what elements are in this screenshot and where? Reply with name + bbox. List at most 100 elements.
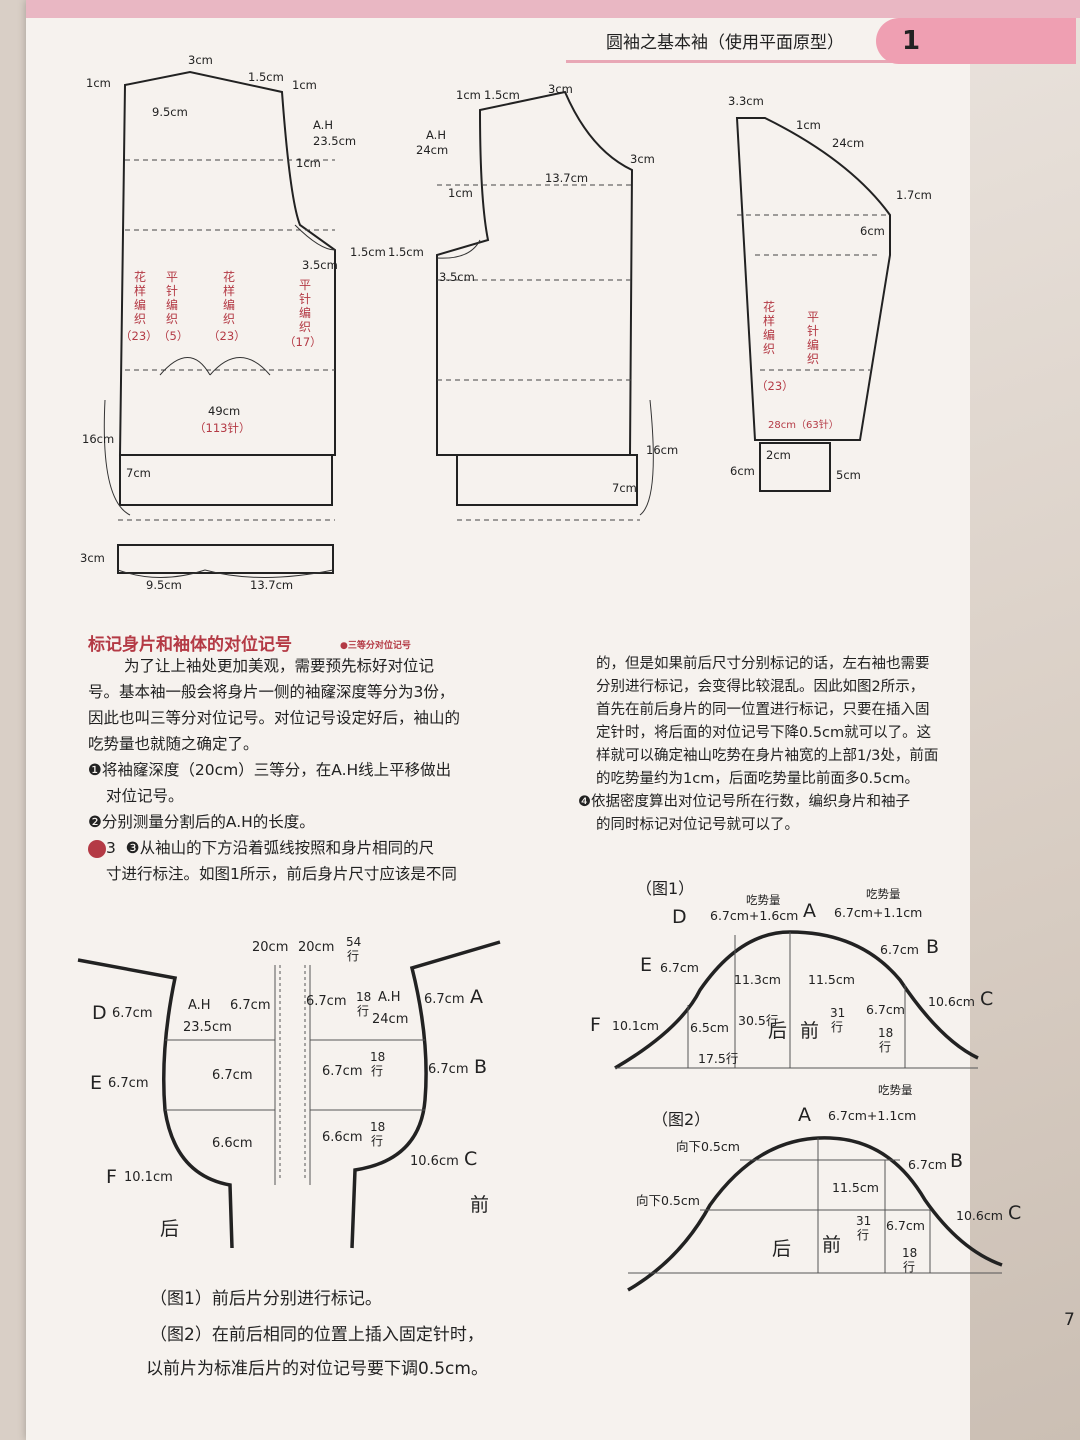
text-line: 对位记号。 [106,787,184,805]
collar-strip [117,544,334,574]
stitch-label: 花样编织 [133,270,146,326]
text-line: 的同时标记对位记号就可以了。 [596,817,799,833]
label: 11.3cm [734,972,781,987]
label: 6.7cm [428,1062,469,1077]
section-subtitle: ●三等分对位记号 [340,641,411,651]
background-cloth [970,0,1080,1440]
text-line: 3 ❸从袖山的下方沿着弧线按照和身片相同的尺 [88,835,548,861]
text-line: 因此也叫三等分对位记号。对位记号设定好后，袖山的 [88,709,461,727]
label: 10.1cm [124,1170,173,1185]
label: 10.1cm [612,1018,659,1033]
label: 1cm [796,118,821,132]
label: 6.7cm [660,960,699,975]
label: 10.6cm [956,1208,1003,1223]
chapter-number: 1 [902,26,921,56]
text-line: 号。基本袖一般会将身片一侧的袖窿深度等分为3份， [88,683,455,701]
right-paragraph: 的，但是如果前后尺寸分别标记的话，左右袖也需要 分别进行标记，会变得比较混乱。因… [578,653,998,837]
text-line: 分别进行标记，会变得比较混乱。因此如图2所示， [596,679,925,695]
point-label: E [90,1072,103,1094]
stitch-count: （17） [284,335,322,349]
label: 5cm [836,468,861,482]
label: 17.5行 [698,1051,739,1066]
label: A.H [313,118,333,132]
label: 1cm [456,88,481,102]
intro-paragraph: 为了让上袖处更加美观，需要预先标好对位记 号。基本袖一般会将身片一侧的袖窿深度等… [88,653,548,887]
label: 13.7cm [250,578,294,592]
front-label: 前 [470,1194,490,1216]
label: 3.5cm [439,270,475,284]
label: 1cm [292,78,317,92]
caption-fig2: （图2）在前后相同的位置上插入固定针时， [150,1325,484,1345]
label: 6.6cm [212,1136,253,1151]
stitch-label: 平针编织 [298,278,311,334]
label: 3cm [548,82,573,96]
label: 6.7cm+1.1cm [828,1108,917,1123]
label: 30.5行 [738,1013,779,1028]
label: 18行 [356,990,372,1018]
label: 18行 [878,1026,894,1054]
back-body-outline [118,70,336,456]
label: 吃势量 [878,1083,913,1097]
label: 1.7cm [896,188,932,202]
back-armhole-curve [77,958,234,1249]
label: A.H [426,128,446,142]
label: 6.7cm [424,992,465,1007]
label: 1cm [296,156,321,170]
text-line: 的，但是如果前后尺寸分别标记的话，左右袖也需要 [596,656,930,672]
back-label: 后 [768,1020,788,1042]
label: 3cm [80,551,105,565]
label: 54行 [346,935,362,963]
label: 6.7cm [866,1002,905,1017]
back-rib [119,454,333,506]
label: 6.7cm [880,942,919,957]
caption-fig1: （图1）前后片分别进行标记。 [150,1289,382,1309]
text-span: ❸从袖山的下方沿着弧线按照和身片相同的尺 [125,839,435,857]
label: 6.7cm [112,1006,153,1021]
label: 11.5cm [808,972,855,987]
sleeve-outline [735,117,891,441]
stitch-label: 平针编织 [165,270,178,326]
label: 1.5cm [388,245,424,259]
label: 吃势量 [746,893,781,907]
header-band [566,20,1006,63]
label: 1.5cm [248,70,284,84]
label: 6.7cm+1.6cm [710,908,799,923]
label: 6.7cm [322,1064,363,1079]
header-title: 圆袖之基本袖（使用平面原型） [606,33,844,53]
label: 10.6cm [928,994,975,1009]
label: 6.7cm [306,994,347,1009]
label: 13.7cm [545,171,589,185]
stitch-label: 花样编织 [222,270,235,326]
label: 23.5cm [183,1020,232,1035]
front-rib [456,454,638,506]
stitch-count: （23） [120,329,158,343]
text-line: ❶将袖窿深度（20cm）三等分，在A.H线上平移做出 [88,761,452,779]
label: 49cm [208,404,241,418]
point-label: C [464,1148,478,1170]
label: 1.5cm [484,88,520,102]
label: 23.5cm [313,134,357,148]
label: 24cm [372,1012,409,1027]
stitch-label: 平针编织 [806,310,819,366]
label: 20cm [252,940,289,955]
label: 16cm [82,432,115,446]
label: 10.6cm [410,1154,459,1169]
label: 1.5cm [350,245,386,259]
text-line: ❹依据密度算出对位记号所在行数，编织身片和袖子 [578,794,910,810]
point-label: D [672,906,687,928]
label: 6.7cm [108,1076,149,1091]
point-label: B [474,1056,488,1078]
fig1-sleeve-cap [614,930,979,1070]
label: 6cm [860,224,885,238]
point-label: B [926,936,940,958]
caption-fig2-cont: 以前片为标准后片的对位记号要下调0.5cm。 [146,1359,488,1379]
label: 1cm [448,186,473,200]
label: 20cm [298,940,335,955]
label: 3.3cm [728,94,764,108]
label: 18行 [370,1120,386,1148]
label: 向下0.5cm [636,1193,700,1208]
text-line: 首先在前后身片的同一位置进行标记，只要在插入固 [596,702,930,718]
front-label: 前 [822,1234,842,1256]
point-label: D [92,1002,107,1024]
